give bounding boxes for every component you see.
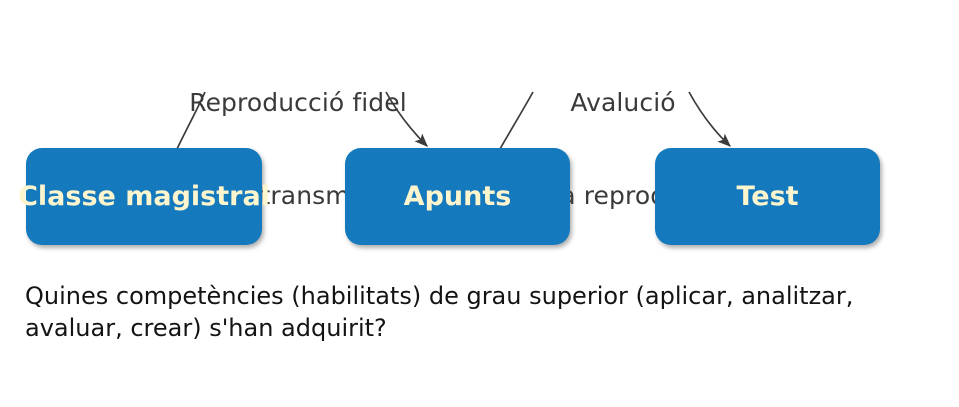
process-box-classe-magistral[interactable]: Classe magistral	[18, 148, 270, 245]
process-box-label: Apunts	[403, 181, 512, 212]
process-box-test[interactable]: Test	[655, 148, 880, 245]
process-box-apunts[interactable]: Apunts	[345, 148, 570, 245]
annotation-line-1: Avalució	[570, 88, 676, 117]
process-box-label: Classe magistral	[18, 181, 270, 212]
question-text: Quines competències (habilitats) de grau…	[25, 280, 925, 344]
question-line-2: avaluar, crear) s'han adquirit?	[25, 314, 387, 342]
question-line-1: Quines competències (habilitats) de grau…	[25, 282, 854, 310]
annotation-line-1: Reproducció fidel	[189, 88, 407, 117]
process-box-label: Test	[736, 181, 799, 212]
